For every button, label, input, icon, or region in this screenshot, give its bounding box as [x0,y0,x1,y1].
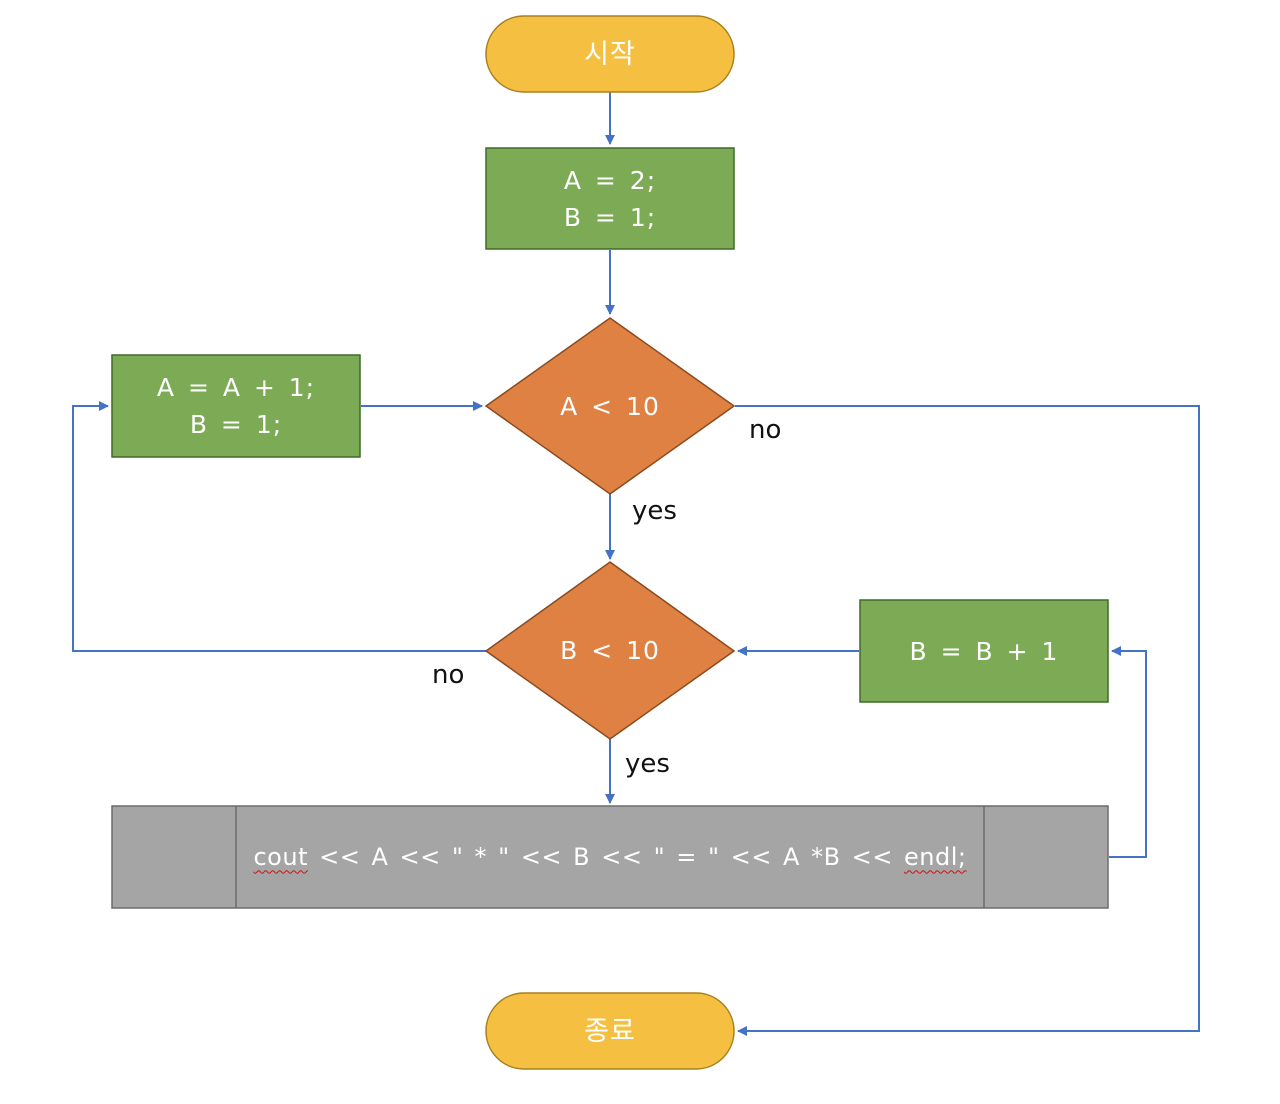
cond-b-decision[interactable] [484,561,736,740]
inc-a-process-box[interactable] [111,354,361,458]
cond-b-yes-label: yes [625,749,670,779]
cond-a-yes-label: yes [632,496,677,526]
print-predefined-process-box[interactable] [111,805,1109,909]
inc-b-process-box[interactable] [859,599,1109,703]
start-terminal[interactable] [485,15,735,93]
edge-cond-b-no-to-inc-a [72,401,486,652]
end-terminal[interactable] [485,992,735,1070]
edge-cond-a-no-to-end [735,405,1200,1036]
cond-a-no-label: no [749,415,782,445]
cond-b-no-label: no [432,660,465,690]
init-process-box[interactable] [485,147,735,250]
edge-print-to-inc-b [1109,646,1147,858]
cond-a-decision[interactable] [484,317,736,495]
